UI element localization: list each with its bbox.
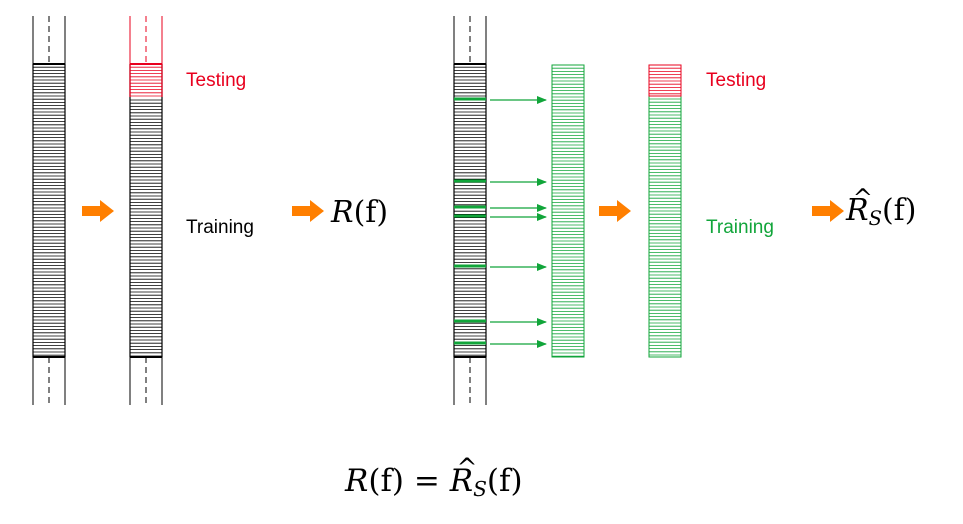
flow-arrow-sample-result (812, 200, 844, 222)
right-testing-text: Testing (706, 70, 767, 91)
left-result-symbol: R (331, 195, 354, 230)
flow-arrow-split (82, 200, 114, 222)
equation: R(f) = RS(f) (345, 456, 523, 502)
flow-arrow-sample-split (599, 200, 631, 222)
sample-split-column (648, 64, 682, 358)
equation-lhs-argument: (f) (368, 463, 405, 499)
sample-set-border (551, 64, 585, 358)
left-training-text: Training (186, 217, 254, 238)
equation-lhs-symbol: R (345, 463, 369, 499)
left-testing-label: Testing (186, 71, 246, 90)
right-result-symbol: R (846, 186, 872, 226)
equation-rhs-argument: (f) (486, 463, 523, 499)
right-result-formula: RS(f) (846, 186, 917, 230)
right-testing-label: Testing (706, 71, 766, 90)
right-training-text: Training (706, 217, 774, 238)
split-dataset-column (129, 16, 163, 405)
right-result-subscript: S (868, 206, 882, 230)
sample-source-column (453, 16, 487, 405)
full-dataset-column (32, 16, 66, 405)
left-result-formula: R(f) (331, 198, 388, 228)
right-result-argument: (f) (881, 193, 917, 228)
left-training-label: Training (186, 218, 254, 237)
sample-set-column (551, 64, 585, 358)
left-testing-text: Testing (186, 70, 247, 91)
sample-testing-border (648, 64, 682, 97)
right-training-label: Training (706, 218, 774, 237)
equation-equals: = (413, 463, 440, 499)
equation-rhs-symbol: R (450, 456, 478, 497)
equation-rhs-subscript: S (473, 477, 487, 502)
left-result-argument: (f) (353, 195, 389, 230)
flow-arrow-result (292, 200, 324, 222)
